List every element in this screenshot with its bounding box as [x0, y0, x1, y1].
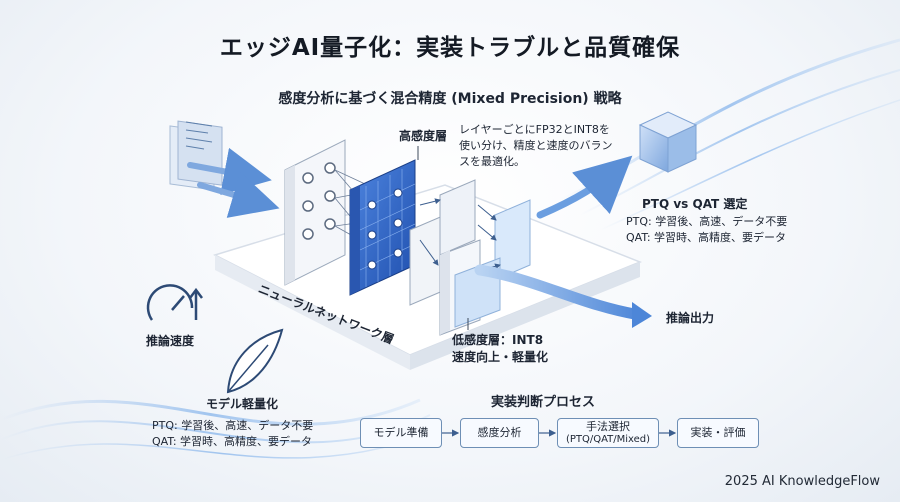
speedometer-icon: [146, 284, 203, 321]
low-sensitivity-line: 速度向上・軽量化: [452, 350, 549, 364]
high-sensitivity-desc: レイヤーごとにFP32とINT8を 使い分け、精度と速度のバラン スを最適化。: [459, 122, 612, 170]
subtitle: 感度分析に基づく混合精度 (Mixed Precision) 戦略: [278, 91, 622, 107]
high-sensitivity-desc-line: レイヤーごとにFP32とINT8を: [459, 123, 610, 136]
process-title: 実装判断プロセス: [491, 395, 596, 410]
layer-blue-high: [349, 159, 416, 296]
model-lightweight-label: モデル軽量化: [206, 397, 279, 411]
inference-output-label: 推論出力: [666, 311, 715, 325]
step-label: 手法選択: [586, 420, 630, 433]
ptq-qat-title: PTQ vs QAT 選定: [642, 197, 748, 211]
page-title: エッジAI量子化：実装トラブルと品質確保: [219, 35, 681, 61]
qat-line: QAT: 学習時、高精度、要データ: [626, 231, 787, 244]
step-sub-label: (PTQ/QAT/Mixed): [565, 434, 651, 445]
layer-white-1: [284, 139, 346, 286]
feather-icon: [226, 328, 284, 394]
input-data-icon: [169, 120, 223, 191]
input-arrows: [187, 147, 280, 218]
high-sensitivity-label: 高感度層: [399, 129, 448, 143]
low-sensitivity-line: 低感度層：INT8: [452, 333, 544, 347]
inference-speed-label: 推論速度: [146, 334, 195, 348]
ptq-line: PTQ: 学習後、高速、データ不要: [152, 419, 314, 432]
qat-line: QAT: 学習時、高精度、要データ: [152, 435, 313, 448]
left-ptq-qat-notes: PTQ: 学習後、高速、データ不要 QAT: 学習時、高精度、要データ: [152, 418, 313, 450]
ptq-qat-notes: PTQ: 学習後、高速、データ不要 QAT: 学習時、高精度、要データ: [626, 214, 787, 246]
low-sensitivity-label: 低感度層：INT8 速度向上・軽量化: [452, 332, 548, 366]
process-step-implement: 実装・評価: [677, 418, 759, 448]
high-sensitivity-desc-line: 使い分け、精度と速度のバラン: [459, 139, 613, 152]
arrow-to-cube: [536, 155, 633, 219]
process-step-model-prep: モデル準備: [360, 418, 442, 448]
ptq-line: PTQ: 学習後、高速、データ不要: [626, 215, 788, 228]
arrow-to-output: [474, 264, 646, 321]
high-sensitivity-desc-line: スを最適化。: [459, 155, 525, 168]
process-step-method-select: 手法選択 (PTQ/QAT/Mixed): [557, 418, 659, 448]
footer-credit: 2025 AI KnowledgeFlow: [724, 474, 880, 489]
output-cube: [638, 111, 698, 173]
process-step-sensitivity: 感度分析: [460, 418, 539, 448]
